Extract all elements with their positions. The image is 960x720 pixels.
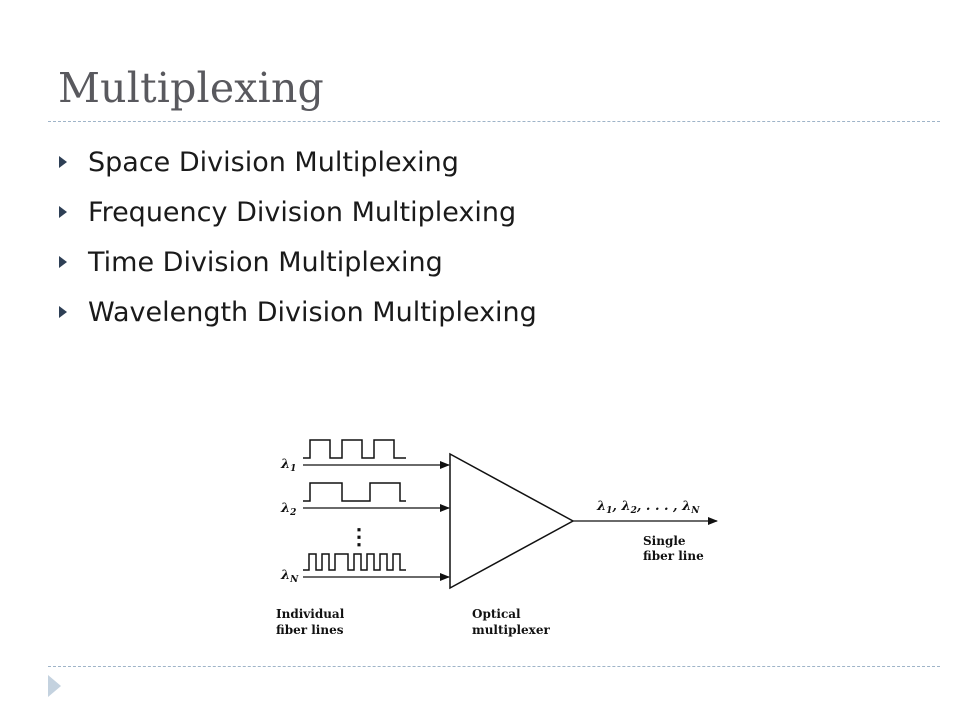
- triangle-right-icon: [59, 256, 67, 268]
- slide-title: Multiplexing: [58, 64, 324, 112]
- bullet-item: Space Division Multiplexing: [56, 137, 537, 187]
- device-caption-line2: multiplexer: [472, 623, 550, 637]
- pulse-train-1: [303, 439, 406, 459]
- lambda-label-1: λ1: [280, 457, 296, 474]
- bullet-item: Time Division Multiplexing: [56, 237, 537, 287]
- output-caption-line2: fiber line: [643, 549, 704, 563]
- pulse-train-2: [303, 482, 406, 502]
- title-divider: [48, 121, 940, 122]
- output-caption-line1: Single: [643, 534, 686, 548]
- bullet-item: Frequency Division Multiplexing: [56, 187, 537, 237]
- input-line-1: λ1: [280, 439, 450, 474]
- bullet-text: Frequency Division Multiplexing: [88, 196, 517, 228]
- optical-multiplexer-shape: [449, 452, 575, 590]
- footer-divider: [48, 666, 940, 667]
- input-line-n: λN: [280, 553, 450, 585]
- bullet-text: Space Division Multiplexing: [88, 146, 459, 178]
- pulse-train-n: [303, 553, 406, 571]
- device-caption-line1: Optical: [472, 607, 521, 621]
- bullet-text: Wavelength Division Multiplexing: [88, 296, 537, 328]
- lambda-label-n: λN: [280, 568, 299, 585]
- triangle-right-icon: [59, 206, 67, 218]
- input-ellipsis: ⋮: [348, 524, 370, 550]
- input-caption-line2: fiber lines: [276, 623, 344, 637]
- triangle-right-icon: [59, 156, 67, 168]
- output-lambda-label: λ1, λ2, . . . , λN: [596, 499, 700, 516]
- input-caption-line1: Individual: [276, 607, 345, 621]
- bullet-list: Space Division Multiplexing Frequency Di…: [56, 137, 537, 337]
- triangle-right-icon: [59, 306, 67, 318]
- bullet-text: Time Division Multiplexing: [88, 246, 443, 278]
- triangle-right-icon: [48, 675, 61, 697]
- input-line-2: λ2: [280, 482, 450, 518]
- lambda-label-2: λ2: [280, 501, 296, 518]
- bullet-item: Wavelength Division Multiplexing: [56, 287, 537, 337]
